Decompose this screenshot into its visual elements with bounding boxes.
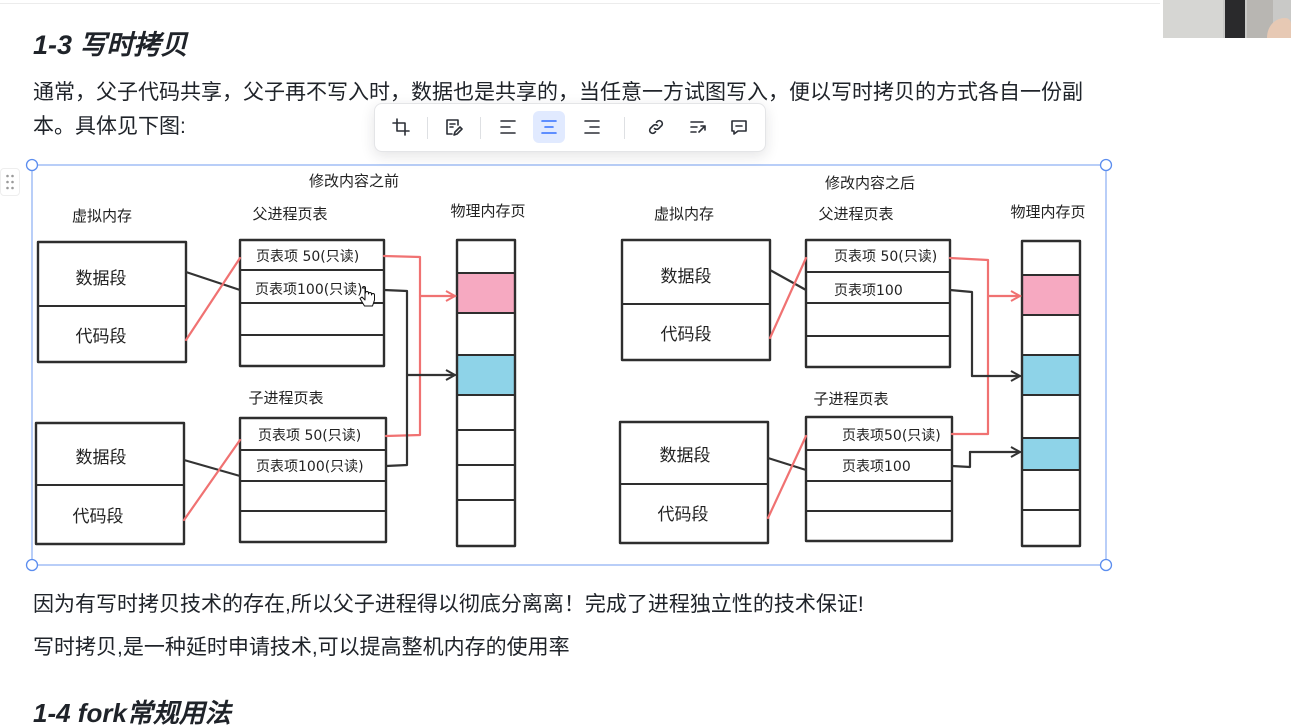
webcam-person [1267, 18, 1291, 38]
diagram-before: 修改内容之前 虚拟内存 父进程页表 物理内存页 子进程页表 数据段 代码段 页表… [34, 172, 526, 548]
link-icon [648, 119, 664, 135]
resize-handle-top-right[interactable] [1099, 158, 1113, 172]
virtual-memory-label: 虚拟内存 [72, 207, 132, 225]
crop-icon [392, 118, 410, 136]
page-table-entry: 页表项100 [842, 459, 911, 475]
segment-mapping-line [182, 438, 242, 522]
segment-mapping-line [768, 256, 808, 340]
diagram-title-after: 修改内容之后 [825, 174, 915, 192]
convert-icon [690, 121, 706, 133]
resize-handle-bottom-left[interactable] [25, 558, 39, 572]
align-center-icon [541, 120, 557, 134]
segment-mapping-line [182, 458, 242, 478]
align-center-button[interactable] [533, 111, 565, 143]
page-mapping-connector [382, 288, 409, 468]
page-mapping-connector [948, 256, 990, 436]
resize-handle-bottom-right[interactable] [1099, 558, 1113, 572]
segment-mapping-line [184, 270, 242, 292]
hand-cursor-icon [359, 286, 375, 307]
segment-mapping-line [766, 434, 808, 520]
section-heading: 1-3 写时拷贝 [33, 30, 188, 60]
physical-page-pink [1023, 275, 1079, 315]
data-segment-label: 数据段 [76, 448, 127, 468]
code-segment-label: 代码段 [76, 327, 127, 347]
child-virtual-memory-box [618, 420, 770, 545]
child-virtual-memory-box [34, 421, 186, 546]
crop-button[interactable] [385, 111, 417, 143]
child-page-table-label: 子进程页表 [248, 389, 323, 407]
page-table-entry: 页表项100 [834, 283, 903, 299]
parent-page-table-label: 父进程页表 [818, 205, 893, 223]
segment-mapping-line [766, 456, 808, 472]
align-left-button[interactable] [492, 111, 524, 143]
align-right-icon [584, 120, 600, 134]
physical-page-blue [458, 355, 514, 395]
toolbar-divider [480, 117, 481, 139]
comment-icon [731, 120, 747, 135]
physical-memory-label: 物理内存页 [1010, 203, 1085, 221]
segment-mapping-line [768, 268, 808, 292]
webcam-video [1163, 0, 1291, 38]
code-segment-label: 代码段 [658, 505, 709, 525]
physical-page-blue-copy [1023, 438, 1079, 470]
note-paragraph[interactable]: 写时拷贝,是一种延时申请技术,可以提高整机内存的使用率 [33, 636, 570, 659]
data-segment-label: 数据段 [661, 267, 712, 287]
diagram-title-before: 修改内容之前 [309, 172, 399, 190]
page-mapping-connector [382, 254, 422, 438]
webcam-dark-strip [1225, 0, 1245, 38]
page-table-entry: 页表项50(只读) [842, 427, 941, 444]
physical-memory-box [1020, 239, 1082, 548]
diagram-after: 修改内容之后 虚拟内存 父进程页表 物理内存页 子进程页表 数据段 代码段 页表… [618, 174, 1086, 548]
parent-virtual-memory-box [620, 238, 772, 362]
page-table-entry: 页表项 50(只读) [258, 427, 361, 444]
parent-virtual-memory-box [36, 240, 188, 364]
align-right-button[interactable] [576, 111, 608, 143]
drag-dots-icon [6, 174, 14, 190]
page-table-entry: 页表项100(只读) [255, 281, 363, 298]
webcam-wall [1163, 0, 1223, 38]
child-page-table-label: 子进程页表 [813, 390, 888, 408]
edit-image-icon [446, 119, 463, 136]
data-segment-label: 数据段 [76, 269, 127, 289]
next-section-heading: 1-4 fork常规用法 [33, 698, 231, 728]
comment-button[interactable] [723, 111, 755, 143]
edit-image-button[interactable] [437, 111, 469, 143]
copy-on-write-diagram[interactable]: 修改内容之前 虚拟内存 父进程页表 物理内存页 子进程页表 数据段 代码段 页表… [24, 157, 1114, 573]
convert-button[interactable] [682, 111, 714, 143]
physical-page-blue [1023, 355, 1079, 395]
conclusion-paragraph[interactable]: 因为有写时拷贝技术的存在,所以父子进程得以彻底分离离！完成了进程独立性的技术保证… [33, 593, 864, 616]
image-background [32, 165, 1106, 565]
virtual-memory-label: 虚拟内存 [654, 205, 714, 223]
intro-paragraph[interactable]: 通常，父子代码共享，父子再不写入时，数据也是共享的，当任意一方试图写入，便以写时… [33, 81, 1083, 138]
resize-handle-top-left[interactable] [25, 158, 39, 172]
align-left-icon [500, 120, 516, 134]
page-table-entry: 页表项 50(只读) [834, 248, 937, 265]
page-mapping-connector [950, 450, 972, 469]
top-divider [0, 3, 1160, 4]
page-table-entry: 页表项 50(只读) [256, 248, 359, 265]
physical-memory-box [455, 238, 517, 548]
physical-page-pink [458, 273, 514, 313]
page-mapping-connector [948, 288, 974, 378]
child-page-table-box [804, 415, 954, 543]
code-segment-label: 代码段 [661, 325, 712, 345]
image-toolbar [374, 103, 766, 152]
segment-mapping-line [184, 256, 242, 342]
toolbar-divider [624, 117, 625, 139]
code-segment-label: 代码段 [73, 507, 124, 527]
parent-page-table-label: 父进程页表 [252, 205, 327, 223]
physical-memory-label: 物理内存页 [450, 202, 525, 220]
data-segment-label: 数据段 [660, 446, 711, 466]
block-drag-handle[interactable] [0, 168, 20, 196]
link-button[interactable] [640, 111, 672, 143]
webcam-image [1163, 0, 1291, 38]
page-table-entry: 页表项100(只读) [256, 458, 364, 475]
selection-frame [31, 164, 1107, 566]
toolbar-divider [427, 117, 428, 139]
